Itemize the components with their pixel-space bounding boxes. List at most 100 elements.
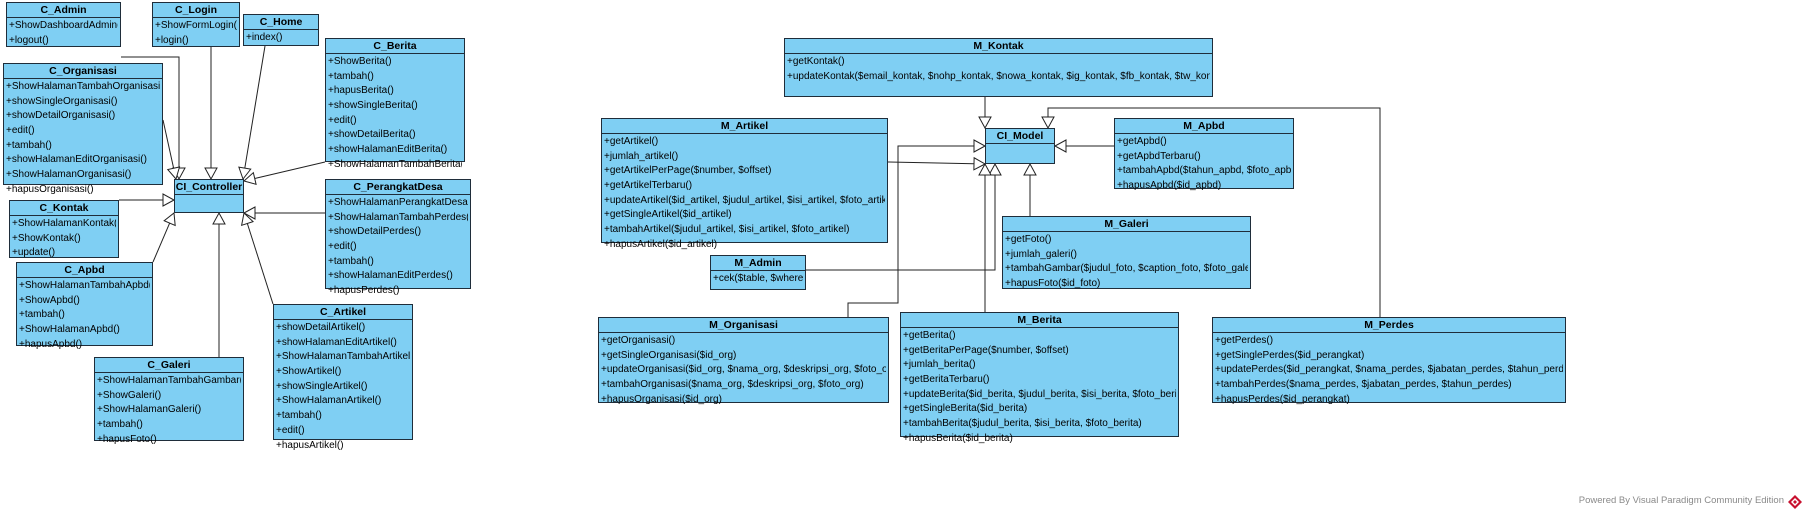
method: +tambahApbd($tahun_apbd, $foto_apbd) [1117, 165, 1291, 177]
method: +ShowBerita() [328, 56, 392, 67]
class-name: M_Kontak [785, 39, 1212, 54]
edge-line [244, 45, 266, 169]
method: +getSingleArtikel($id_artikel) [604, 209, 732, 221]
method: +getBeritaPerPage($number, $offset) [903, 344, 1069, 356]
class-name: C_Organisasi [4, 64, 162, 79]
class-ci-model[interactable]: CI_Model [985, 128, 1055, 164]
method: +ShowHalamanTambahGambar() [97, 375, 241, 386]
inheritance-arrowhead [204, 167, 218, 181]
method-list: +ShowFormLogin()+login() [153, 18, 239, 50]
method: +ShowArtikel() [276, 366, 342, 378]
method: +hapusOrganisasi($id_org) [601, 393, 722, 405]
class-m-apbd[interactable]: M_Apbd+getApbd()+getApbdTerbaru()+tambah… [1114, 118, 1294, 191]
method: +tambah() [6, 139, 52, 151]
method: +showHalamanEditBerita() [328, 144, 448, 156]
class-m-organisasi[interactable]: M_Organisasi+getOrganisasi()+getSingleOr… [598, 317, 889, 405]
class-name: C_Artikel [274, 305, 412, 320]
inheritance-arrowhead [978, 162, 992, 176]
method: +updateArtikel($id_artikel, $judul_artik… [604, 194, 885, 206]
edge-line [246, 223, 274, 305]
class-m-artikel[interactable]: M_Artikel+getArtikel()+jumlah_artikel()+… [601, 118, 888, 250]
generalization-m_organisasi-to-ci_model [847, 139, 987, 317]
method: +ShowHalamanOrganisasi() [6, 169, 132, 181]
generalization-m_berita-to-ci_model [978, 162, 992, 312]
method-list: +getKontak()+updateKontak($email_kontak,… [785, 54, 1212, 86]
method: +jumlah_berita() [903, 359, 976, 371]
class-name: C_Login [153, 3, 239, 18]
generalization-c_organisasi-to-ci_controller [162, 119, 181, 181]
inheritance-arrowhead [1053, 139, 1067, 153]
generalization-c_apbd-to-ci_controller [152, 212, 176, 263]
method: +getApbd() [1117, 136, 1167, 147]
class-name: M_Perdes [1213, 318, 1565, 333]
method: +hapusPerdes() [328, 285, 400, 297]
generalization-m_apbd-to-ci_model [1053, 139, 1114, 153]
class-name: C_Admin [7, 3, 120, 18]
edge-line [254, 161, 326, 179]
class-c-organisasi[interactable]: C_Organisasi+ShowHalamanTambahOrganisasi… [3, 63, 163, 195]
method: +hapusArtikel($id_artikel) [604, 238, 718, 250]
class-ci-controller[interactable]: CI_Controller [174, 179, 244, 213]
class-c-galeri[interactable]: C_Galeri+ShowHalamanTambahGambar()+ShowG… [94, 357, 244, 445]
method-list: +ShowHalamanTambahOrganisasi()+showSingl… [4, 79, 162, 200]
method: +hapusFoto($id_foto) [1005, 278, 1101, 290]
class-m-galeri[interactable]: M_Galeri+getFoto()+jumlah_galeri()+tamba… [1002, 216, 1251, 289]
method: +showDetailPerdes() [328, 226, 422, 238]
class-c-artikel[interactable]: C_Artikel+showDetailArtikel()+showHalama… [273, 304, 413, 451]
method: +hapusApbd() [19, 338, 83, 350]
method-list: +showDetailArtikel()+showHalamanEditArti… [274, 320, 412, 455]
method: +tambahBerita($judul_berita, $isi_berita… [903, 418, 1142, 430]
method-list: +getOrganisasi()+getSingleOrganisasi($id… [599, 333, 888, 409]
method: +ShowHalamanPerangkatDesa() [328, 197, 468, 208]
method: +ShowHalamanArtikel() [276, 395, 382, 407]
edge-line [887, 161, 975, 165]
class-m-perdes[interactable]: M_Perdes+getPerdes()+getSinglePerdes($id… [1212, 317, 1566, 405]
method: +cek($table, $where) [713, 273, 803, 284]
inheritance-arrowhead [242, 206, 256, 220]
method: +getBerita() [903, 330, 956, 341]
class-name: M_Berita [901, 313, 1178, 328]
powered-by-footer: Powered By Visual Paradigm Community Edi… [1578, 495, 1784, 506]
method: +index() [246, 32, 283, 43]
method: +updateBerita($id_berita, $judul_berita,… [903, 388, 1176, 400]
method-list: +getArtikel()+jumlah_artikel()+getArtike… [602, 134, 887, 255]
method: +hapusOrganisasi() [6, 183, 94, 195]
edge-line [847, 145, 974, 317]
edge-line [806, 175, 996, 271]
method: +tambah() [276, 410, 322, 422]
inheritance-arrowhead [166, 166, 181, 181]
method: +getArtikel() [604, 136, 659, 147]
method: +tambah() [19, 309, 65, 321]
class-c-admin[interactable]: C_Admin+ShowDashboardAdmin()+logout() [6, 2, 121, 47]
method: +showHalamanEditOrganisasi() [6, 154, 147, 166]
class-c-kontak[interactable]: C_Kontak+ShowHalamanKontak()+ShowKontak(… [9, 200, 119, 258]
class-name: M_Galeri [1003, 217, 1250, 232]
edge-line [152, 222, 171, 263]
class-m-berita[interactable]: M_Berita +getBerita() +getBeritaPerPage($n… [900, 312, 1179, 444]
class-c-berita[interactable]: C_Berita+ShowBerita()+tambah()+hapusBeri… [325, 38, 465, 170]
inheritance-arrowhead [1023, 162, 1037, 176]
inheritance-arrowhead [1041, 116, 1055, 130]
method: +ShowGaleri() [97, 389, 162, 401]
method: +getArtikelTerbaru() [604, 180, 693, 192]
method-list: +index() [244, 30, 318, 48]
method: +ShowHalamanTambahPerdes() [328, 211, 468, 223]
class-c-apbd[interactable]: C_Apbd+ShowHalamanTambahApbd()+ShowApbd(… [16, 262, 153, 350]
generalization-c_home-to-ci_controller [238, 45, 266, 181]
class-m-kontak[interactable]: M_Kontak+getKontak()+updateKontak($email… [784, 38, 1213, 97]
class-c-login[interactable]: C_Login+ShowFormLogin()+login() [152, 2, 240, 47]
class-name: M_Admin [711, 256, 805, 271]
class-c-home[interactable]: C_Home+index() [243, 14, 319, 46]
method: +ShowApbd() [19, 294, 80, 306]
generalization-c_berita-to-ci_controller [242, 161, 326, 186]
method: +ShowHalamanGaleri() [97, 404, 202, 416]
method-list: +ShowDashboardAdmin()+logout() [7, 18, 120, 50]
class-c-perangkatdesa[interactable]: C_PerangkatDesa+ShowHalamanPerangkatDesa… [325, 179, 471, 296]
method: +showSingleBerita() [328, 100, 418, 112]
inheritance-arrowhead [162, 193, 176, 207]
method: +getOrganisasi() [601, 335, 676, 346]
generalization-m_galeri-to-ci_model [1023, 162, 1037, 216]
class-m-admin[interactable]: M_Admin +cek($table, $where) [710, 255, 806, 290]
class-name: M_Organisasi [599, 318, 888, 333]
method: +tambahOrganisasi($nama_org, $deskripsi_… [601, 379, 864, 391]
